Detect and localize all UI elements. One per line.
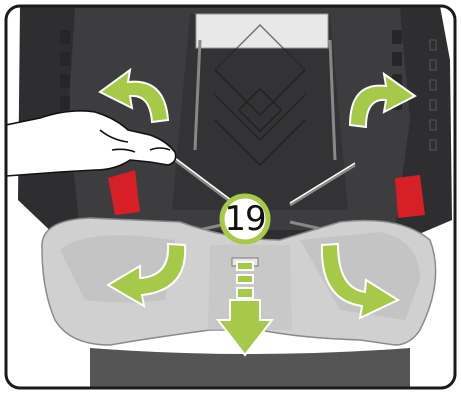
step-badge [222, 196, 268, 242]
right-red-accent [395, 175, 425, 218]
